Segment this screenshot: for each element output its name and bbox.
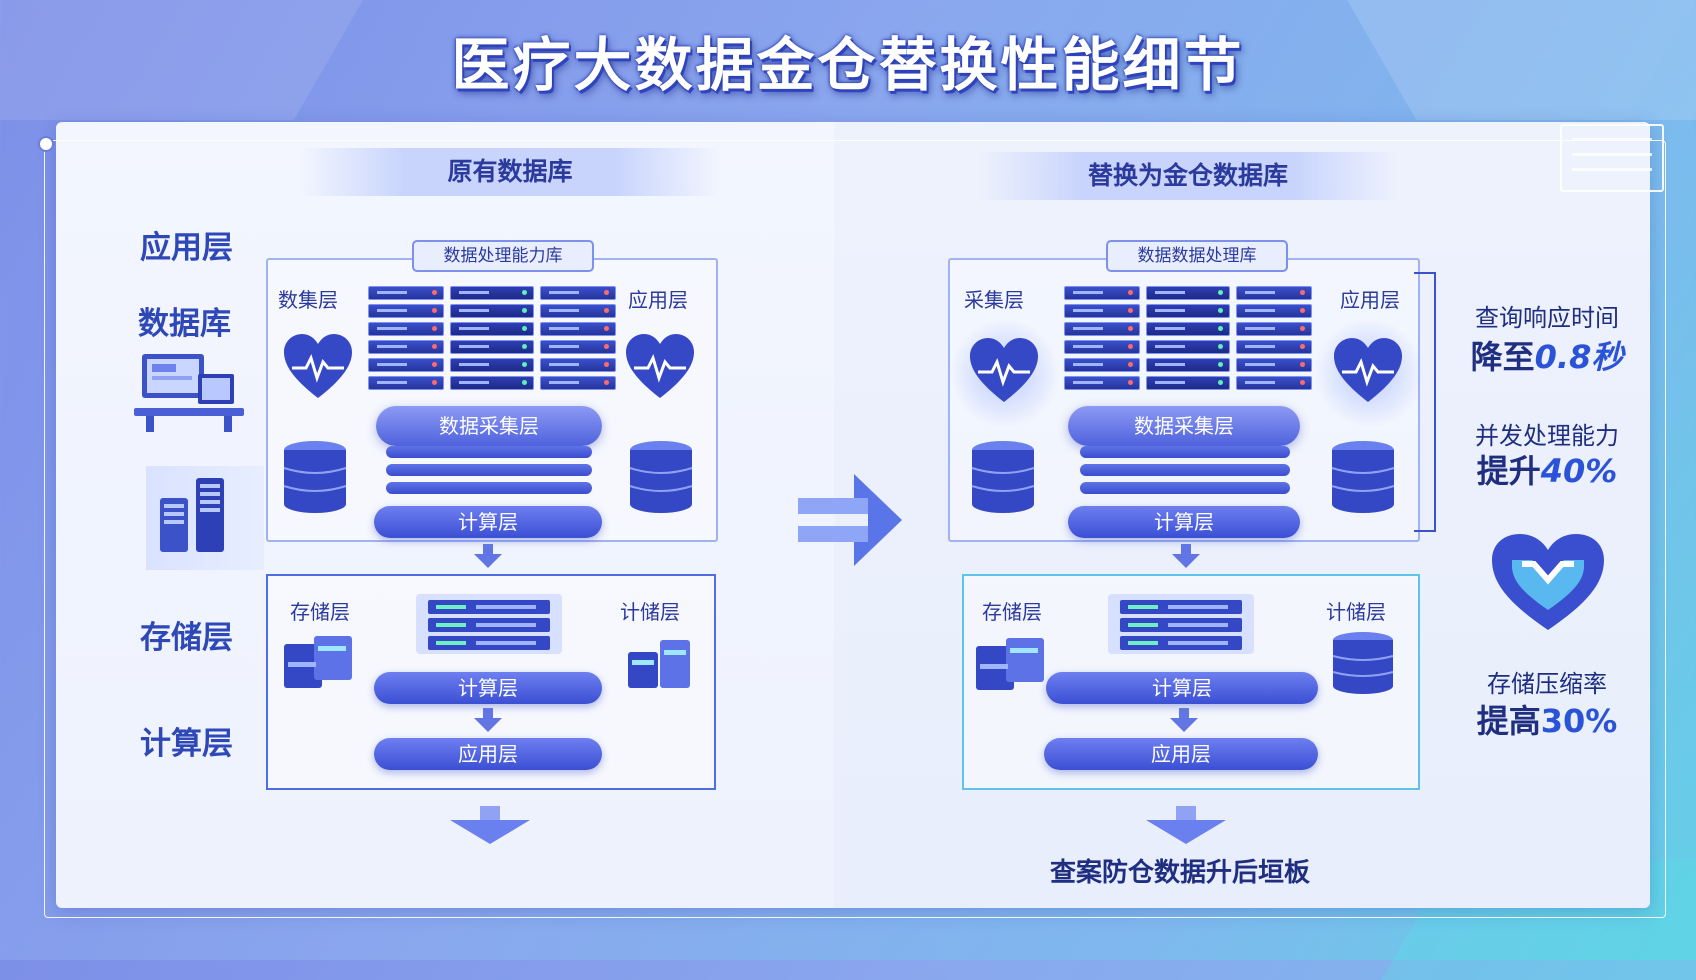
metric-title: 查询响应时间 [1475, 304, 1619, 332]
bar-server-icon [146, 466, 264, 570]
right-compute-pill: 计算层 [1068, 506, 1300, 538]
metric-value: 降至0.8秒 [1462, 332, 1632, 378]
left-lower-app-pill: 应用层 [374, 738, 602, 770]
right-lower-app-pill: 应用层 [1044, 738, 1318, 770]
left-lower-compute-pill: 计算层 [374, 672, 602, 704]
left-layer-stripe [386, 482, 592, 494]
database-cylinder-icon [1330, 440, 1396, 514]
server-rack-icon [416, 594, 562, 658]
heart-shield-icon [1488, 530, 1608, 638]
server-rack-icon [1108, 594, 1254, 658]
left-top-tag: 数据处理能力库 [412, 240, 594, 272]
left-layer-stripe [386, 446, 592, 458]
metric-title: 并发处理能力 [1475, 422, 1619, 450]
left-storage-right-label: 计储层 [620, 600, 680, 624]
database-cylinder-icon [970, 440, 1036, 514]
storage-device-icon [284, 632, 354, 696]
right-layer-stripe [1080, 482, 1290, 494]
arrow-down-icon [474, 544, 502, 572]
storage-device-icon [624, 632, 694, 696]
metric-prefix: 提高 [1476, 702, 1541, 740]
metric-number: 40% [1540, 452, 1618, 490]
side-label-storage: 存储层 [140, 620, 233, 656]
heart-pulse-icon [282, 332, 354, 406]
left-compute-pill: 计算层 [374, 506, 602, 538]
arrow-down-icon [1172, 544, 1200, 572]
metric-prefix: 降至 [1470, 338, 1535, 376]
right-section-title: 替换为金仓数据库 [978, 152, 1398, 200]
right-collect-label: 采集层 [964, 288, 1024, 312]
left-layer-stripe [386, 464, 592, 476]
arrow-right-icon [792, 470, 904, 574]
server-rack-icon [1064, 286, 1312, 400]
left-storage-label: 存储层 [290, 600, 350, 624]
decorative-pin [38, 136, 54, 152]
page-title: 医疗大数据金仓替换性能细节 [451, 31, 1245, 99]
arrow-down-icon [474, 708, 502, 736]
side-label-database: 数据库 [138, 306, 231, 342]
database-cylinder-icon [628, 440, 694, 514]
right-bottom-caption: 查案防仓数据升后垣板 [1050, 858, 1311, 888]
right-top-tag: 数据数据处理库 [1106, 240, 1288, 272]
metric-title: 存储压缩率 [1487, 670, 1607, 698]
side-label-compute: 计算层 [140, 726, 233, 762]
arrow-down-icon [1170, 708, 1198, 736]
database-cylinder-icon [282, 440, 348, 514]
right-layer-stripe [1080, 464, 1290, 476]
right-collect-bar: 数据采集层 [1068, 406, 1300, 446]
database-cylinder-icon [1330, 632, 1396, 698]
left-collect-bar: 数据采集层 [376, 406, 602, 446]
right-storage-right-label: 计储层 [1326, 600, 1386, 624]
side-label-application: 应用层 [140, 230, 233, 266]
right-app-label: 应用层 [1340, 288, 1400, 312]
metrics-bracket [1414, 272, 1436, 532]
left-section-title: 原有数据库 [300, 148, 720, 196]
arrow-down-icon [450, 806, 530, 848]
right-storage-label: 存储层 [982, 600, 1042, 624]
metric-prefix: 提升 [1476, 452, 1541, 490]
storage-device-icon [976, 634, 1046, 698]
metric-value: 提升40% [1462, 446, 1632, 492]
heart-pulse-icon [968, 336, 1040, 410]
desktop-computer-icon [132, 350, 248, 440]
metric-value: 提高30% [1462, 696, 1632, 742]
metric-number: 30% [1540, 702, 1618, 740]
heart-pulse-icon [624, 332, 696, 406]
right-layer-stripe [1080, 446, 1290, 458]
left-collect-label: 数集层 [278, 288, 338, 312]
metric-number: 0.8秒 [1534, 338, 1624, 376]
heart-pulse-icon [1332, 336, 1404, 410]
decorative-stripes [1560, 124, 1664, 192]
server-rack-icon [368, 286, 616, 400]
left-app-label: 应用层 [628, 288, 688, 312]
right-lower-compute-pill: 计算层 [1046, 672, 1318, 704]
arrow-down-icon [1146, 806, 1226, 848]
